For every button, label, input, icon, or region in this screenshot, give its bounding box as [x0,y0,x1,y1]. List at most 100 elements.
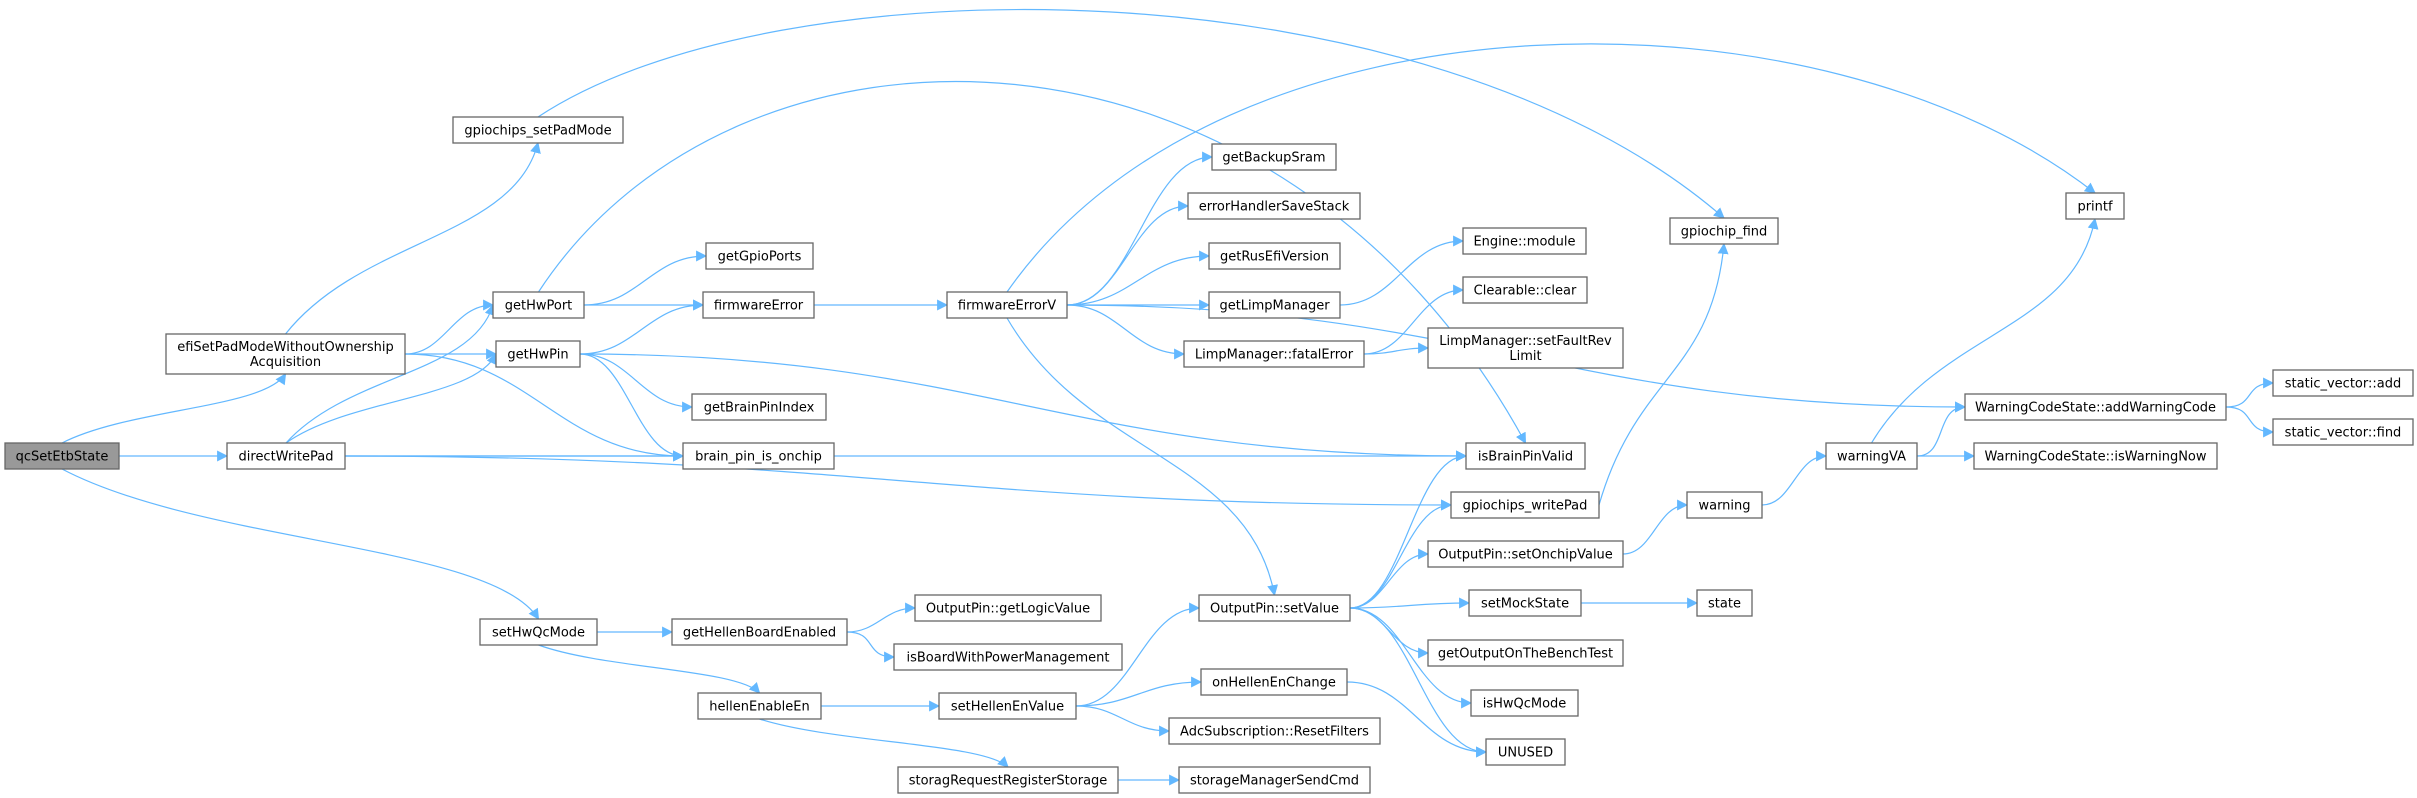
node-sethellenenvalue[interactable]: setHellenEnValue [938,692,1077,720]
node-adcsubscription-resetfilters[interactable]: AdcSubscription::ResetFilters [1168,717,1381,745]
node-label: isBoardWithPowerManagement [906,651,1109,666]
node-label: hellenEnableEn [709,700,809,715]
node-label: setHwQcMode [492,626,585,641]
node-outputpin-setonchipvalue[interactable]: OutputPin::setOnchipValue [1427,540,1624,568]
node-storagrequestregisterstorage[interactable]: storagRequestRegisterStorage [897,766,1119,794]
node-label: gpiochips_writePad [1463,499,1588,514]
edge-firmwareerrorv-to-errorhandlersavestack [1066,200,1190,306]
node-label: errorHandlerSaveStack [1199,200,1350,215]
node-label: setHellenEnValue [951,700,1064,715]
node-label: storagRequestRegisterStorage [909,774,1108,789]
node-directwritepad[interactable]: directWritePad [226,442,346,470]
node-box [938,692,1077,720]
node-gethwport[interactable]: getHwPort [492,291,585,319]
node-label: storageManagerSendCmd [1190,774,1359,789]
node-static-vector-add[interactable]: static_vector::add [2272,369,2414,397]
node-firmwareerrorv[interactable]: firmwareErrorV [946,291,1068,319]
node-label: onHellenEnChange [1212,676,1336,691]
node-box [914,594,1102,622]
node-unused[interactable]: UNUSED [1485,738,1566,766]
edge-outputpin-setvalue-to-outputpin-setonchipvalue [1349,548,1430,609]
node-static-vector-find[interactable]: static_vector::find [2272,418,2414,446]
node-gethwpin[interactable]: getHwPin [495,340,581,368]
node-outputpin-getlogicvalue[interactable]: OutputPin::getLogicValue [914,594,1102,622]
node-box [1208,242,1341,270]
node-label: LimpManager::fatalError [1195,348,1354,363]
edge-getlimpmanager-to-engine-module [1339,235,1465,306]
node-label: AdcSubscription::ResetFilters [1180,725,1369,740]
node-gpiochip-find[interactable]: gpiochip_find [1669,217,1779,245]
node-box [1485,738,1566,766]
node-qcsetetbstate[interactable]: qcSetEtbState [4,442,120,470]
node-getrusefiversion[interactable]: getRusEfiVersion [1208,242,1341,270]
node-box [1825,442,1918,470]
node-box [1973,442,2218,470]
node-outputpin-setvalue[interactable]: OutputPin::setValue [1198,594,1351,622]
edge-gpiochips-writepad-to-gpiochip-find [1598,242,1729,506]
node-label: LimpManager::setFaultRev [1439,334,1612,349]
node-label: setMockState [1481,597,1569,612]
edge-sethwqcmode-to-hellenenableen [538,644,761,694]
node-label: gpiochips_setPadMode [464,124,611,139]
node-box [682,442,835,470]
node-getbackupsram[interactable]: getBackupSram [1211,143,1337,171]
node-onhellenenchange[interactable]: onHellenEnChange [1200,668,1348,696]
node-state[interactable]: state [1696,589,1753,617]
node-box [2272,369,2414,397]
node-label: Clearable::clear [1474,284,1577,299]
node-getgpioports[interactable]: getGpioPorts [705,242,814,270]
node-box [226,442,346,470]
edge-limpmanager-fatalerror-to-clearable-clear [1363,284,1465,355]
node-getoutputonthebenchtest[interactable]: getOutputOnTheBenchTest [1427,639,1624,667]
node-label: getOutputOnTheBenchTest [1438,647,1613,662]
node-label: getHellenBoardEnabled [683,626,836,641]
node-printf[interactable]: printf [2065,192,2125,220]
node-label: OutputPin::setOnchipValue [1438,548,1613,563]
node-firmwareerror[interactable]: firmwareError [702,291,815,319]
node-box [1187,192,1361,220]
edge-efisetpadmodewithoutownershipacquisition-to-brain-pin-is-onchip [404,353,685,462]
node-warningcodestate-addwarningcode[interactable]: WarningCodeState::addWarningCode [1964,393,2227,421]
node-errorhandlersavestack[interactable]: errorHandlerSaveStack [1187,192,1361,220]
edge-gethwpin-to-firmwareerror [579,299,705,355]
node-sethwqcmode[interactable]: setHwQcMode [479,618,598,646]
node-gpiochips-writepad[interactable]: gpiochips_writePad [1450,491,1600,519]
edge-efisetpadmodewithoutownershipacquisition-to-gethwport [404,299,495,355]
node-gethellenboardenabled[interactable]: getHellenBoardEnabled [671,618,848,646]
edge-gethwport-to-isbrainpinvalid [537,80,1527,444]
edge-firmwareerrorv-to-getrusefiversion [1066,250,1211,306]
node-limpmanager-fatalerror[interactable]: LimpManager::fatalError [1183,340,1365,368]
node-isbrainpinvalid[interactable]: isBrainPinValid [1465,442,1586,470]
edge-sethellenenvalue-to-outputpin-setvalue [1075,602,1201,707]
node-box [1198,594,1351,622]
node-getlimpmanager[interactable]: getLimpManager [1208,291,1341,319]
node-gpiochips-setpadmode[interactable]: gpiochips_setPadMode [452,116,624,144]
node-box [495,340,581,368]
node-warningva[interactable]: warningVA [1825,442,1918,470]
node-hellenenableen[interactable]: hellenEnableEn [697,692,822,720]
node-isboardwithpowermanagement[interactable]: isBoardWithPowerManagement [893,643,1123,671]
node-label: state [1708,597,1741,612]
node-warningcodestate-iswarningnow[interactable]: WarningCodeState::isWarningNow [1973,442,2218,470]
edge-warningva-to-printf [1870,217,2099,444]
node-box [1686,491,1763,519]
node-label: warning [1698,499,1750,514]
node-box [1462,276,1588,304]
node-ishwqcmode[interactable]: isHwQcMode [1470,689,1579,717]
node-box [452,116,624,144]
edge-firmwareerrorv-to-limpmanager-fatalerror [1066,304,1186,360]
edge-gethwpin-to-brain-pin-is-onchip [579,353,685,462]
node-getbrainpinindex[interactable]: getBrainPinIndex [691,393,827,421]
node-brain-pin-is-onchip[interactable]: brain_pin_is_onchip [682,442,835,470]
node-box [2272,418,2414,446]
node-box [1465,442,1586,470]
node-setmockstate[interactable]: setMockState [1468,589,1582,617]
edge-warning-to-warningva [1761,450,1828,506]
node-storagemanagersendcmd[interactable]: storageManagerSendCmd [1178,766,1371,794]
node-engine-module[interactable]: Engine::module [1462,227,1587,255]
node-box [165,333,406,375]
node-clearable-clear[interactable]: Clearable::clear [1462,276,1588,304]
node-warning[interactable]: warning [1686,491,1763,519]
